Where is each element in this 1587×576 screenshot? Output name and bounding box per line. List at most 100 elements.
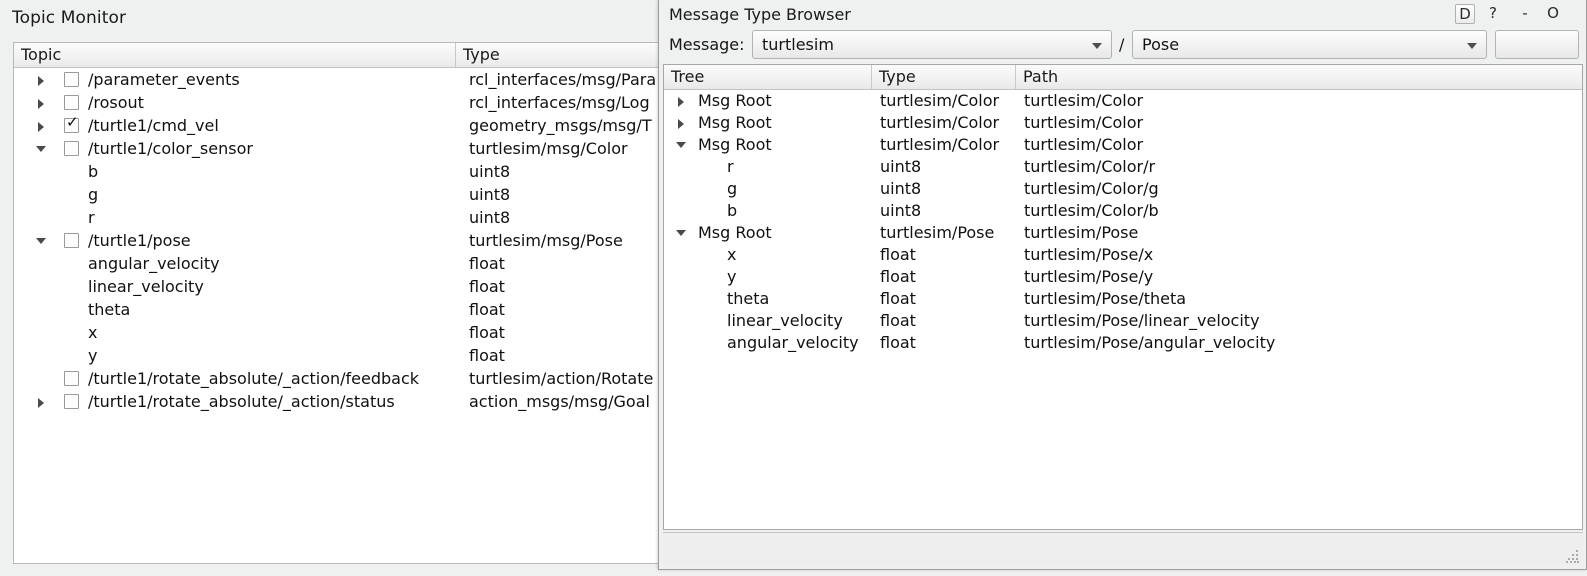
table-row[interactable]: g uint8 turtlesim/Color/g: [664, 178, 1582, 200]
tree-type: uint8: [880, 179, 922, 198]
topic-name: r: [88, 208, 95, 227]
tree-node-label: Msg Root: [698, 91, 772, 110]
chevron-down-icon[interactable]: [36, 146, 46, 152]
topic-type: turtlesim/msg/Color: [469, 139, 628, 158]
topic-name: /turtle1/cmd_vel: [88, 116, 219, 135]
topic-type: float: [469, 300, 505, 319]
tree-path: turtlesim/Color: [1024, 135, 1144, 154]
chevron-right-icon[interactable]: [38, 398, 44, 408]
topic-type: float: [469, 346, 505, 365]
tree-node-label: b: [727, 201, 738, 220]
tree-node-label: Msg Root: [698, 223, 772, 242]
tree-type: turtlesim/Color: [880, 113, 1000, 132]
chevron-right-icon[interactable]: [38, 122, 44, 132]
chevron-down-icon[interactable]: [36, 238, 46, 244]
chevron-right-icon[interactable]: [38, 76, 44, 86]
chevron-right-icon[interactable]: [38, 99, 44, 109]
tree-node-label: Msg Root: [698, 135, 772, 154]
topic-type: geometry_msgs/msg/T: [469, 116, 652, 135]
tree-node-label: y: [727, 267, 737, 286]
tree-type: turtlesim/Pose: [880, 223, 995, 242]
topic-checkbox[interactable]: [64, 141, 79, 156]
tree-path: turtlesim/Color/g: [1024, 179, 1159, 198]
topic-checkbox[interactable]: [64, 72, 79, 87]
table-row[interactable]: /turtle1/rotate_absolute/_action/feedbac…: [14, 367, 1574, 390]
column-header-tree[interactable]: Tree: [664, 65, 872, 89]
tree-path: turtlesim/Pose/theta: [1024, 289, 1187, 308]
topic-name: /turtle1/rotate_absolute/_action/feedbac…: [88, 369, 420, 388]
column-header-type[interactable]: Type: [872, 65, 1016, 89]
message-package-dropdown[interactable]: turtlesim: [752, 30, 1112, 59]
chevron-down-icon[interactable]: [676, 230, 686, 236]
topic-checkbox[interactable]: [64, 95, 79, 110]
checkmark-icon: ✓: [66, 113, 79, 131]
topic-type: float: [469, 323, 505, 342]
tree-type: float: [880, 245, 916, 264]
tree-node-label: g: [727, 179, 738, 198]
topic-type: uint8: [469, 162, 511, 181]
table-row[interactable]: /turtle1/color_sensor turtlesim/msg/Color: [14, 137, 1574, 160]
topic-checkbox[interactable]: [64, 233, 79, 248]
help-icon[interactable]: ?: [1489, 4, 1497, 22]
column-header-type[interactable]: Type: [463, 45, 500, 64]
table-row[interactable]: ✓ /turtle1/cmd_vel geometry_msgs/msg/T: [14, 114, 1574, 137]
column-header-path[interactable]: Path: [1023, 67, 1059, 86]
tree-path: turtlesim/Color/r: [1024, 157, 1156, 176]
topic-name: /turtle1/rotate_absolute/_action/status: [88, 392, 395, 411]
topic-type: uint8: [469, 185, 511, 204]
chevron-down-icon[interactable]: [676, 142, 686, 148]
topic-name: /turtle1/color_sensor: [88, 139, 253, 158]
chevron-right-icon[interactable]: [678, 119, 684, 129]
tree-path: turtlesim/Color: [1024, 91, 1144, 110]
tree-node-label: linear_velocity: [727, 311, 843, 330]
tree-node-label: Msg Root: [698, 113, 772, 132]
chevron-down-icon: [1467, 43, 1477, 49]
message-package-value: turtlesim: [762, 35, 834, 54]
close-icon[interactable]: O: [1547, 4, 1559, 22]
topic-type: rcl_interfaces/msg/Log: [469, 93, 650, 112]
dock-float-icon[interactable]: D: [1455, 4, 1475, 24]
size-grip-icon[interactable]: [1566, 550, 1580, 564]
tree-path: turtlesim/Pose/x: [1024, 245, 1154, 264]
topic-checkbox[interactable]: ✓: [64, 113, 79, 133]
tree-path: turtlesim/Pose/y: [1024, 267, 1154, 286]
message-extra-field[interactable]: [1495, 30, 1579, 59]
chevron-right-icon[interactable]: [678, 97, 684, 107]
tree-node-label: theta: [727, 289, 770, 308]
column-header-topic[interactable]: Topic: [14, 43, 456, 67]
topic-checkbox[interactable]: [64, 394, 79, 409]
topic-checkbox[interactable]: [64, 371, 79, 386]
minimize-icon[interactable]: -: [1522, 4, 1528, 22]
topic-type: float: [469, 277, 505, 296]
topic-type: turtlesim/action/Rotate: [469, 369, 654, 388]
message-tree-table: Tree Type Path Msg Root turtlesim/Color tu…: [663, 64, 1583, 530]
message-selector-row: Message: turtlesim / Pose: [659, 28, 1587, 62]
message-name-dropdown[interactable]: Pose: [1132, 30, 1487, 59]
message-type-browser-titlebar[interactable]: Message Type Browser D ? - O: [659, 0, 1586, 28]
topic-name: /turtle1/pose: [88, 231, 191, 250]
